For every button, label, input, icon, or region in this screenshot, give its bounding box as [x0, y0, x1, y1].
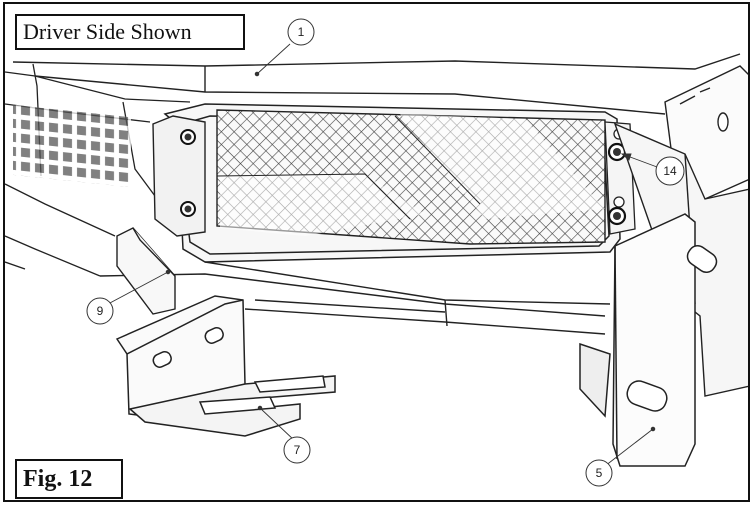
callout-7: 7 [283, 436, 311, 464]
callout-9: 9 [86, 297, 114, 325]
mesh-shading [220, 114, 605, 236]
bumper-top-edge [12, 53, 741, 115]
left-mesh-panel [13, 104, 131, 188]
assembly-drawing: 1 14 9 7 5 [5, 18, 748, 487]
svg-text:5: 5 [596, 466, 603, 480]
svg-text:1: 1 [298, 25, 305, 39]
callout-14: 14 [655, 156, 685, 186]
svg-text:9: 9 [97, 304, 104, 318]
callout-5: 5 [585, 459, 613, 487]
figure-frame: 1 14 9 7 5 Driver Side Shown Fig. 12 [3, 2, 750, 502]
part-7-bracket [115, 295, 336, 437]
figure-label: Fig. 12 [15, 459, 123, 499]
callout-1: 1 [287, 18, 315, 46]
callout-leaders [107, 43, 658, 467]
svg-text:14: 14 [663, 164, 677, 178]
view-title: Driver Side Shown [15, 14, 245, 50]
part-5-plate [579, 213, 718, 467]
left-mount-bracket [152, 115, 206, 237]
part-9-bracket [116, 227, 176, 315]
svg-text:7: 7 [294, 443, 301, 457]
mesh-folds [216, 115, 481, 220]
